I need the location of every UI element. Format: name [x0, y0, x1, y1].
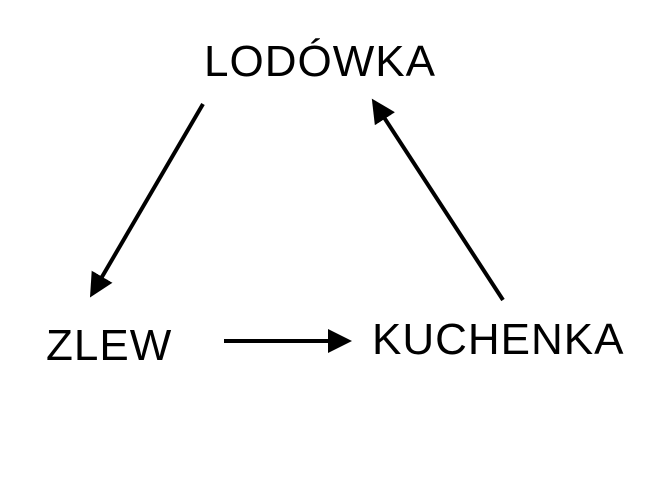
- arrow-fridge-to-sink: [89, 102, 205, 298]
- arrow-stove-to-fridge: [371, 98, 505, 302]
- node-sink-label: ZLEW: [46, 321, 172, 370]
- node-stove-label: KUCHENKA: [372, 315, 625, 364]
- node-fridge-label: LODÓWKA: [204, 37, 436, 86]
